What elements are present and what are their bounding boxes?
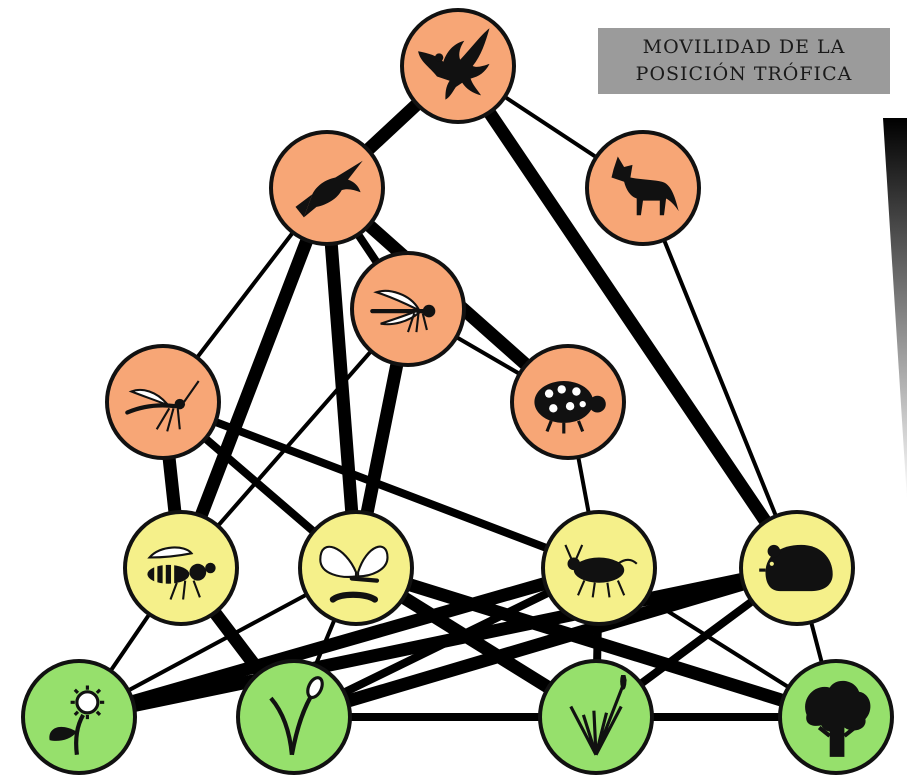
node-tree xyxy=(778,659,894,775)
title-line-2: POSICIÓN TRÓFICA xyxy=(635,63,853,85)
node-sunflower xyxy=(21,659,137,775)
edge-aphid-sunflower xyxy=(72,561,606,724)
node-ladybug xyxy=(510,344,626,460)
edge-swallow-butterfly xyxy=(320,181,363,575)
trophic-gradient-arrow xyxy=(883,118,907,500)
node-rodent xyxy=(739,510,855,626)
node-circle-sunflower xyxy=(21,659,137,775)
node-wasp xyxy=(123,510,239,626)
rodent-icon xyxy=(757,543,835,593)
node-mosquito xyxy=(105,344,221,460)
node-sprout xyxy=(236,659,352,775)
node-grass xyxy=(538,659,654,775)
node-circle-grass xyxy=(538,659,654,775)
node-swallow xyxy=(269,130,385,246)
node-butterfly xyxy=(298,510,414,626)
title-line-1: MOVILIDAD DE LA xyxy=(642,36,846,58)
edge-mosquito-aphid xyxy=(159,398,603,572)
node-aphid xyxy=(541,510,657,626)
node-dragonfly xyxy=(350,251,466,367)
nodes-layer xyxy=(21,8,894,775)
edge-rodent-sprout xyxy=(287,561,804,724)
node-eagle xyxy=(400,8,516,124)
node-circle-sprout xyxy=(236,659,352,775)
edge-rodent-sunflower xyxy=(72,561,804,724)
node-circle-butterfly xyxy=(298,510,414,626)
edge-fox-rodent xyxy=(641,186,799,570)
edge-eagle-rodent xyxy=(451,59,804,575)
title-box: MOVILIDAD DE LA POSICIÓN TRÓFICA xyxy=(598,28,890,94)
node-fox xyxy=(585,130,701,246)
edge-swallow-wasp xyxy=(174,181,334,575)
